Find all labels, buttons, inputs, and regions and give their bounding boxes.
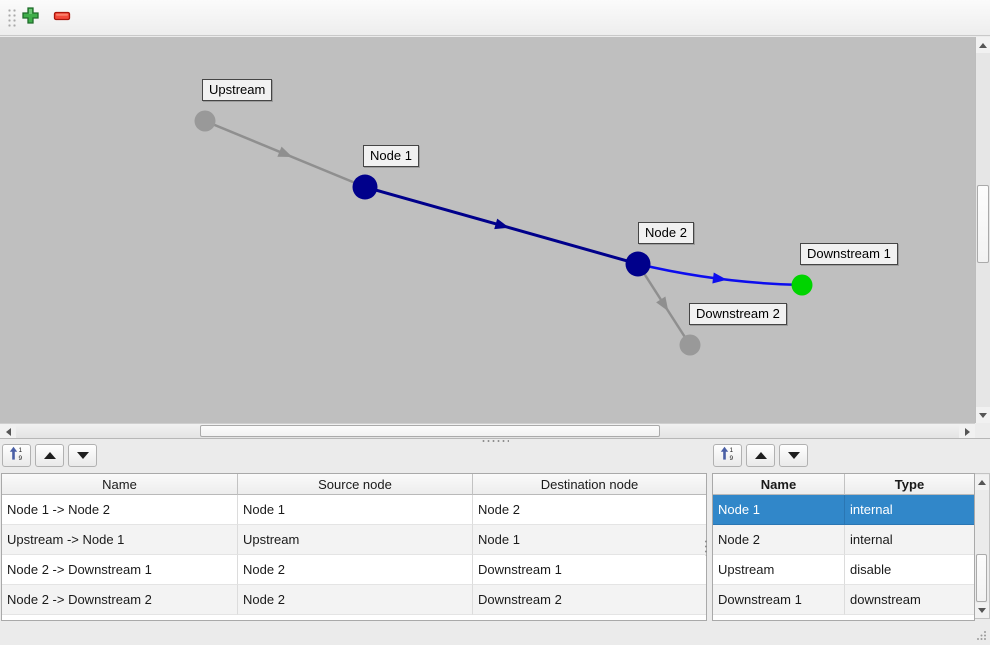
cell-name: Node 2 -> Downstream 2: [2, 585, 238, 615]
column-header-name[interactable]: Name: [2, 474, 238, 495]
edges-move-up-button[interactable]: [35, 444, 64, 467]
scroll-up-button[interactable]: [976, 37, 990, 53]
add-button[interactable]: [17, 6, 43, 30]
arrow-down-icon: [979, 412, 987, 418]
node-label[interactable]: Downstream 2: [689, 303, 787, 325]
nodes-sort-button[interactable]: 1 9: [713, 444, 742, 467]
cell-name: Node 1: [713, 495, 845, 525]
cell-name: Node 2: [713, 525, 845, 555]
move-down-icon: [787, 452, 800, 459]
cell-source: Node 1: [238, 495, 473, 525]
vertical-pane-splitter[interactable]: [704, 539, 708, 556]
cell-destination: Downstream 1: [473, 555, 706, 585]
graph-node[interactable]: [791, 274, 813, 296]
canvas-vertical-scrollbar[interactable]: [975, 37, 990, 423]
cell-type: internal: [845, 525, 974, 555]
edges-table-header: Name Source node Destination node: [2, 474, 706, 495]
move-down-icon: [76, 452, 89, 459]
edges-table: Name Source node Destination node Node 1…: [1, 473, 707, 621]
table-row[interactable]: Downstream 1 downstream: [713, 585, 974, 615]
nodes-table-scrollbar[interactable]: [975, 473, 990, 619]
edge-arrow-icon: [712, 272, 727, 284]
svg-text:1: 1: [19, 447, 23, 454]
node-label[interactable]: Upstream: [202, 79, 273, 101]
arrow-left-icon: [5, 427, 11, 436]
cell-source: Node 2: [238, 555, 473, 585]
arrow-up-icon: [979, 42, 987, 48]
svg-text:1: 1: [730, 447, 734, 454]
svg-text:9: 9: [730, 455, 734, 461]
scroll-right-button[interactable]: [959, 425, 975, 438]
sort-ascending-icon: 1 9: [720, 446, 735, 466]
graph-node[interactable]: [352, 174, 378, 200]
graph-node[interactable]: [194, 110, 216, 132]
remove-button[interactable]: [49, 6, 75, 30]
node-label[interactable]: Downstream 1: [800, 243, 898, 265]
table-row[interactable]: Node 1 -> Node 2 Node 1 Node 2: [2, 495, 706, 525]
table-row[interactable]: Upstream -> Node 1 Upstream Node 1: [2, 525, 706, 555]
horizontal-scroll-thumb[interactable]: [200, 425, 660, 437]
vertical-scroll-thumb[interactable]: [976, 554, 987, 602]
nodes-table-header: Name Type: [713, 474, 974, 495]
graph-node[interactable]: [679, 334, 701, 356]
table-row-selected[interactable]: Node 1 internal: [713, 495, 974, 525]
edge-arrow-icon: [656, 296, 669, 312]
node-label[interactable]: Node 2: [638, 222, 694, 244]
column-header-type[interactable]: Type: [845, 474, 974, 495]
arrow-up-icon: [978, 480, 986, 485]
sort-ascending-icon: 1 9: [9, 446, 24, 466]
arrow-down-icon: [978, 608, 986, 613]
scroll-up-button[interactable]: [975, 475, 989, 490]
edge-arrow-icon: [277, 146, 293, 158]
splitter-handle-icon: [481, 439, 509, 443]
horizontal-pane-splitter[interactable]: [0, 438, 990, 443]
node-label[interactable]: Node 1: [363, 145, 419, 167]
scroll-down-button[interactable]: [975, 603, 989, 618]
edges-move-down-button[interactable]: [68, 444, 97, 467]
move-up-icon: [43, 452, 56, 459]
column-header-destination-node[interactable]: Destination node: [473, 474, 706, 495]
cell-name: Upstream -> Node 1: [2, 525, 238, 555]
table-row[interactable]: Node 2 -> Downstream 1 Node 2 Downstream…: [2, 555, 706, 585]
cell-type: internal: [845, 495, 974, 525]
cell-destination: Downstream 2: [473, 585, 706, 615]
arrow-right-icon: [964, 427, 970, 436]
cell-source: Node 2: [238, 585, 473, 615]
move-up-icon: [754, 452, 767, 459]
scroll-down-button[interactable]: [976, 407, 990, 423]
cell-destination: Node 1: [473, 525, 706, 555]
nodes-table: Name Type Node 1 internal Node 2 interna…: [712, 473, 975, 621]
column-header-name[interactable]: Name: [713, 474, 845, 495]
cell-name: Node 1 -> Node 2: [2, 495, 238, 525]
cell-source: Upstream: [238, 525, 473, 555]
table-row[interactable]: Node 2 -> Downstream 2 Node 2 Downstream…: [2, 585, 706, 615]
nodes-move-up-button[interactable]: [746, 444, 775, 467]
resize-grip-icon[interactable]: [974, 628, 988, 642]
graph-node[interactable]: [625, 251, 651, 277]
column-header-source-node[interactable]: Source node: [238, 474, 473, 495]
graph-edge[interactable]: [637, 262, 803, 287]
vertical-scroll-thumb[interactable]: [977, 185, 989, 263]
table-row[interactable]: Upstream disable: [713, 555, 974, 585]
toolbar-drag-handle[interactable]: [7, 8, 16, 29]
remove-icon: [53, 9, 71, 27]
scrollbar-corner: [975, 423, 990, 438]
cell-name: Upstream: [713, 555, 845, 585]
add-icon: [21, 7, 39, 29]
cell-name: Node 2 -> Downstream 1: [2, 555, 238, 585]
cell-type: downstream: [845, 585, 974, 615]
nodes-move-down-button[interactable]: [779, 444, 808, 467]
edge-arrow-icon: [494, 218, 510, 230]
cell-type: disable: [845, 555, 974, 585]
graph-svg: [194, 110, 813, 356]
scroll-left-button[interactable]: [0, 425, 16, 438]
table-row[interactable]: Node 2 internal: [713, 525, 974, 555]
svg-text:9: 9: [19, 455, 23, 461]
cell-name: Downstream 1: [713, 585, 845, 615]
top-toolbar: [0, 0, 990, 36]
canvas-horizontal-scrollbar[interactable]: [0, 423, 975, 438]
edges-sort-button[interactable]: 1 9: [2, 444, 31, 467]
cell-destination: Node 2: [473, 495, 706, 525]
